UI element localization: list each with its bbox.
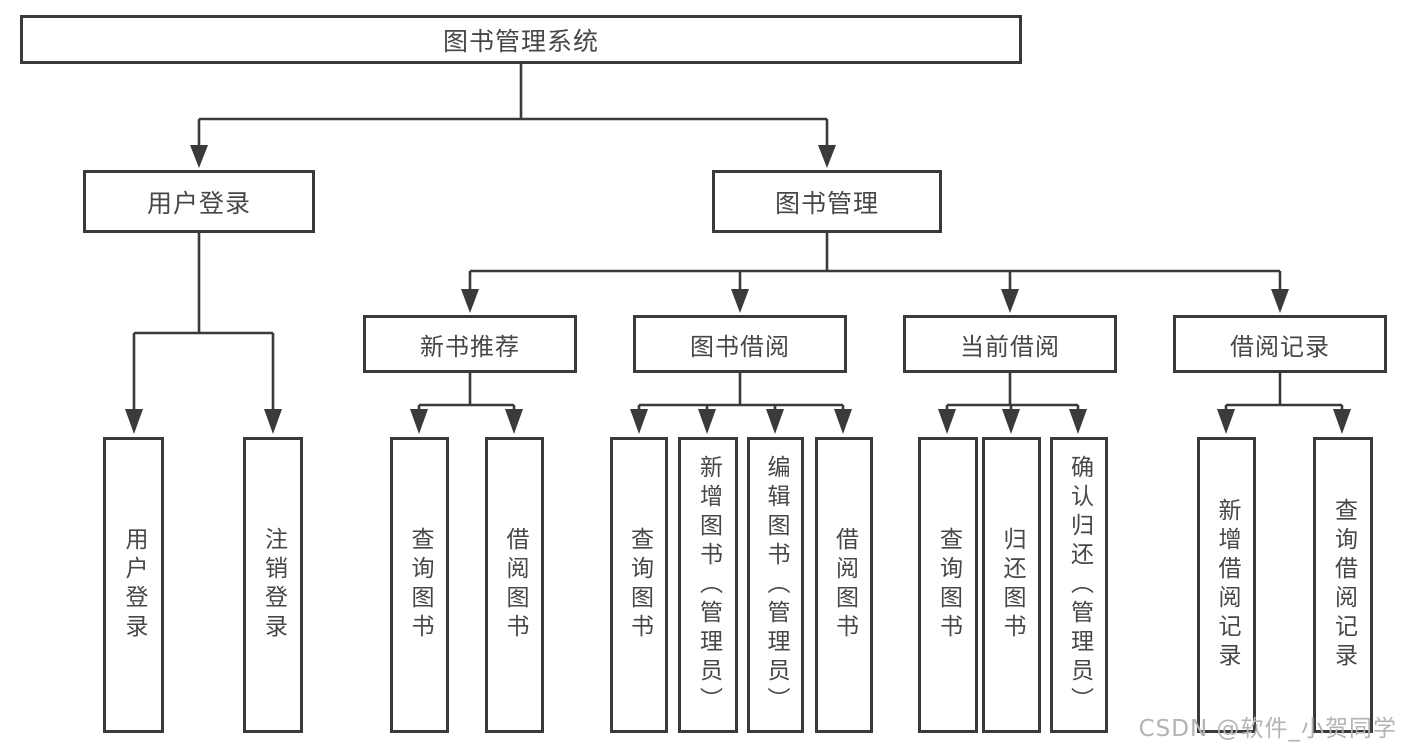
node-root-label: 图书管理系统 — [442, 26, 599, 56]
node-new-book-recommend-label: 新书推荐 — [420, 332, 520, 361]
node-new-book-recommend: 新书推荐 — [363, 315, 577, 373]
leaf-logout: 注销登录 — [243, 437, 303, 733]
leaf-return-books-label: 归还图书 — [999, 527, 1025, 643]
leaf-add-book-admin-label: 新增图书（管理员） — [695, 454, 722, 716]
node-borrow-records: 借阅记录 — [1173, 315, 1387, 373]
node-borrow-records-label: 借阅记录 — [1230, 332, 1330, 361]
node-current-borrow-label: 当前借阅 — [960, 332, 1060, 361]
leaf-query-books-current: 查询图书 — [918, 437, 978, 733]
node-root-book-management-system: 图书管理系统 — [20, 15, 1022, 64]
node-user-login-branch: 用户登录 — [83, 170, 315, 233]
leaf-query-borrow-record-label: 查询借阅记录 — [1330, 498, 1357, 672]
node-book-borrow-label: 图书借阅 — [690, 332, 790, 361]
leaf-query-books-borrow: 查询图书 — [610, 437, 668, 733]
leaf-add-borrow-record: 新增借阅记录 — [1197, 437, 1256, 733]
leaf-add-book-admin: 新增图书（管理员） — [678, 437, 738, 733]
leaf-borrow-books-label: 借阅图书 — [831, 527, 858, 643]
node-current-borrow: 当前借阅 — [903, 315, 1117, 373]
leaf-confirm-return-admin: 确认归还（管理员） — [1050, 437, 1108, 733]
leaf-borrow-books-recommend: 借阅图书 — [485, 437, 544, 733]
node-book-borrow: 图书借阅 — [633, 315, 847, 373]
leaf-user-login: 用户登录 — [103, 437, 164, 733]
leaf-confirm-return-admin-label: 确认归还（管理员） — [1066, 454, 1093, 716]
leaf-query-books-recommend: 查询图书 — [390, 437, 449, 733]
node-book-management-label: 图书管理 — [774, 188, 879, 218]
node-book-management-branch: 图书管理 — [712, 170, 942, 233]
leaf-borrow-books-recommend-label: 借阅图书 — [502, 527, 528, 643]
leaf-edit-book-admin: 编辑图书（管理员） — [747, 437, 804, 733]
leaf-add-borrow-record-label: 新增借阅记录 — [1214, 498, 1240, 672]
leaf-logout-label: 注销登录 — [260, 527, 287, 643]
node-user-login-label: 用户登录 — [146, 188, 251, 218]
leaf-query-books-current-label: 查询图书 — [935, 527, 962, 643]
leaf-query-books-borrow-label: 查询图书 — [626, 527, 653, 643]
leaf-user-login-label: 用户登录 — [121, 527, 147, 643]
leaf-return-books: 归还图书 — [982, 437, 1041, 733]
leaf-edit-book-admin-label: 编辑图书（管理员） — [763, 454, 789, 716]
csdn-watermark: CSDN @软件_小贺同学 — [1138, 716, 1397, 742]
leaf-query-books-recommend-label: 查询图书 — [407, 527, 433, 643]
leaf-borrow-books: 借阅图书 — [815, 437, 873, 733]
leaf-query-borrow-record: 查询借阅记录 — [1313, 437, 1373, 733]
